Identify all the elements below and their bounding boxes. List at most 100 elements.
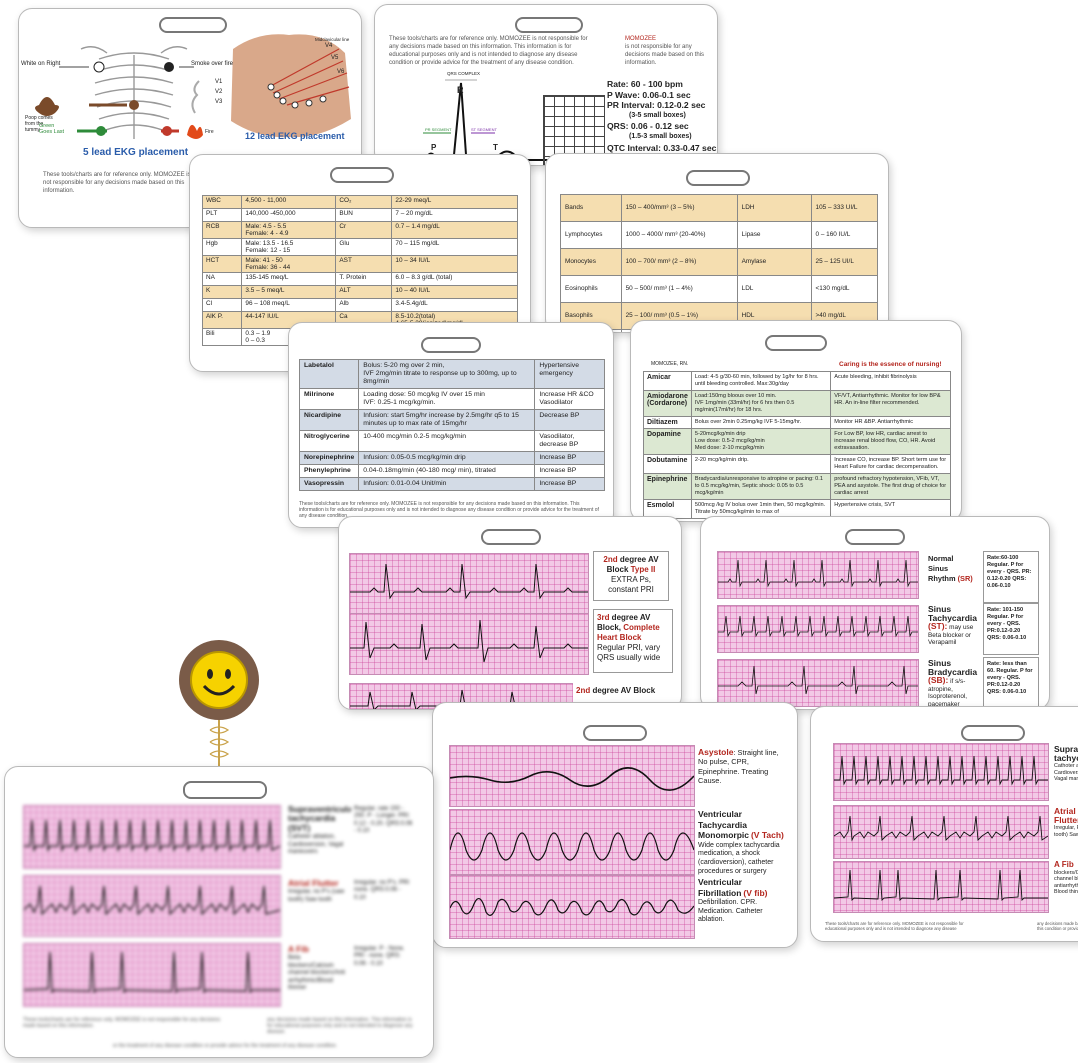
front-footer-right: any decisions made based on this informa…	[267, 1017, 413, 1035]
fire-label: Fire	[205, 129, 214, 135]
av2-type: Type II	[630, 565, 656, 574]
drip-row-cell: Phenylephrine	[298, 464, 360, 478]
ecg-strip-vfib	[449, 875, 695, 939]
afib-r-title: A Fib	[1054, 860, 1074, 869]
drip-row-cell: Hypertensive crisis, SVT	[830, 499, 951, 519]
twelve-lead-title: 12 lead EKG placement	[245, 131, 345, 141]
intervals-brand: MOMOZEE	[625, 36, 656, 42]
av2-body: EXTRA Ps, constant PRI	[608, 575, 654, 594]
ecg-strip-sb	[717, 659, 919, 707]
drip-row-cell: 10-400 mcg/min 0.2-5 mcg/kg/min	[358, 430, 536, 452]
ecg-strip-aflutter	[23, 875, 281, 937]
badge-slot	[583, 725, 647, 741]
lab-row-cell: 70 – 115 mg/dL	[391, 238, 518, 256]
front-afib-body: Beta blockers/Calcium channel blockers/A…	[288, 955, 346, 992]
lab-row-cell: 96 – 108 meq/L	[241, 298, 337, 312]
lab-row-cell: 50 – 500/ mm³ (1 – 4%)	[620, 275, 738, 303]
front-afib-title: A Fib	[288, 944, 309, 954]
sb-detail: Rate: less than 60. Regular. P for every…	[983, 657, 1039, 707]
badge-slot	[421, 337, 481, 353]
rate-line: Rate: 60 - 100 bpm	[607, 79, 683, 89]
av-block-card: 2nd degree AV Block Type II EXTRA Ps, co…	[338, 516, 682, 710]
drip-row-cell: Vasodilator, decrease BP	[534, 430, 605, 452]
drip-row-cell: Increase BP	[534, 451, 605, 465]
av2-mid: degree AV Block	[606, 555, 659, 574]
av3-desc: 3rd degree AV Block, Complete Heart Bloc…	[593, 609, 673, 673]
lab-row-cell: Hgb	[201, 238, 243, 256]
lab-row-cell: LDH	[736, 194, 812, 222]
st-name: Sinus Tachycardia (ST): may use Beta blo…	[925, 603, 979, 655]
lab-row-cell: Lymphocytes	[560, 221, 622, 249]
drip-row-cell: 2-20 mcg/kg/min drip.	[690, 454, 832, 474]
drip-row-cell: Nicardipine	[298, 409, 360, 431]
lab-row-cell: 6.0 – 8.3 g/dL (total)	[391, 272, 518, 286]
av3-mid: degree AV Block,	[597, 613, 651, 632]
sb-extra: if s/s- atropine, Isoproterenol, pacemak…	[928, 678, 968, 708]
lethal-rhythm-card: Asystole: Straight line, No pulse, CPR, …	[432, 702, 798, 948]
afib-r-body: blockers/Calcium channel blockers, antia…	[1054, 869, 1078, 896]
lab-row-cell: Bili	[201, 328, 243, 346]
nsr-detail: Rate:60-100 Regular. P for every - QRS. …	[983, 551, 1039, 603]
asystole-title: Asystole	[698, 747, 734, 757]
drip-row-cell: 5-20mcg/kg/min drip Low dose: 0.5-2 mcg/…	[690, 428, 832, 455]
drip-row-cell: For Low BP, low HR, cardiac arrest to in…	[830, 428, 951, 455]
drip-row-cell: Labetalol	[298, 359, 360, 389]
lab-row-cell: 10 – 40 IU/L	[391, 285, 518, 299]
vfib-abbr: (V fib)	[743, 887, 768, 898]
st-abbr: (ST):	[928, 621, 948, 632]
st-title: Sinus Tachycardia	[928, 604, 977, 623]
badge-slot	[159, 17, 227, 33]
smiley-badge-reel-icon	[179, 640, 259, 770]
st-detail: Rate: 101-150 Regular. P for every - QRS…	[983, 603, 1039, 655]
drip-row-cell: Loading dose: 50 mcg/kg IV over 15 min I…	[358, 388, 536, 410]
drip-row-cell: Load: 4-5 g/30-60 min, followed by 1g/hr…	[690, 371, 832, 391]
smoke-over-fire-label: Smoke over fire	[191, 61, 234, 67]
drip-row-cell: VF/VT, Antiarrhythmic. Monitor for low B…	[830, 390, 951, 417]
drips-left-footer: These tools/charts are for reference onl…	[299, 501, 599, 519]
qtc-line: QTC Interval: 0.33-0.47 sec	[607, 142, 717, 153]
pr-segment-label: PR SEGMENT	[425, 127, 452, 132]
ecg-strip-av3	[349, 613, 589, 675]
drip-row-cell: Epinephrine	[643, 473, 692, 500]
drips-right-brand: MOMOZEE, RN.	[651, 361, 689, 367]
st-extra: may use Beta blocker or Verapamil	[928, 624, 974, 647]
lab-row-cell: 0.7 – 1.4 mg/dL	[391, 221, 518, 239]
drip-row-cell: Infusion: start 5mg/hr increase by 2.5mg…	[358, 409, 536, 431]
lab-row-cell: 22-29 meq/L	[391, 195, 518, 209]
svt-right-card: Supraventricular tachycardiaCathoter abl…	[810, 706, 1078, 942]
lab-row-cell: LDL	[736, 275, 812, 303]
front-svt-card: Supraventricular tachycardia (SVT)Cathet…	[4, 766, 434, 1058]
drip-row-cell: Esmolol	[643, 499, 692, 519]
drip-row-cell: Vasopressin	[298, 477, 360, 491]
lab-row-cell: Male: 13.5 - 16.5 Female: 12 - 15	[241, 238, 337, 256]
badge-slot	[765, 335, 827, 351]
lab-row-cell: AlK P.	[201, 311, 243, 329]
qrs-line: QRS: 0.06 - 0.12 sec	[607, 121, 689, 132]
lab-row-cell: 135-145 meq/L	[241, 272, 337, 286]
ekg-footer: These tools/charts are for reference onl…	[43, 172, 191, 194]
drip-row-cell: Milrinone	[298, 388, 360, 410]
lab-row-cell: 25 – 125 UI/L	[810, 248, 879, 276]
green-goes-last-label: Green Goes Last	[39, 123, 65, 135]
badge-slot	[330, 167, 394, 183]
front-aflutter-body: Irregular, no P's (saw tooth) Saw tooth	[288, 889, 345, 903]
lab-row-cell: WBC	[201, 195, 243, 209]
front-svt-detail: Regular. rate 150 - 250. P - Longer. PRI…	[351, 803, 417, 875]
lab-row-cell: PLT	[201, 208, 243, 222]
vtach-desc: Ventricular Tachycardia Monomorpic (V Ta…	[695, 807, 787, 875]
sb-abbr: (SB):	[928, 675, 949, 686]
ecg-strip-av2-type2	[349, 553, 589, 615]
drip-row-cell: Infusion: 0.05-0.5 mcg/kg/min drip	[358, 451, 536, 465]
drip-row-cell: Nitroglycerine	[298, 430, 360, 452]
